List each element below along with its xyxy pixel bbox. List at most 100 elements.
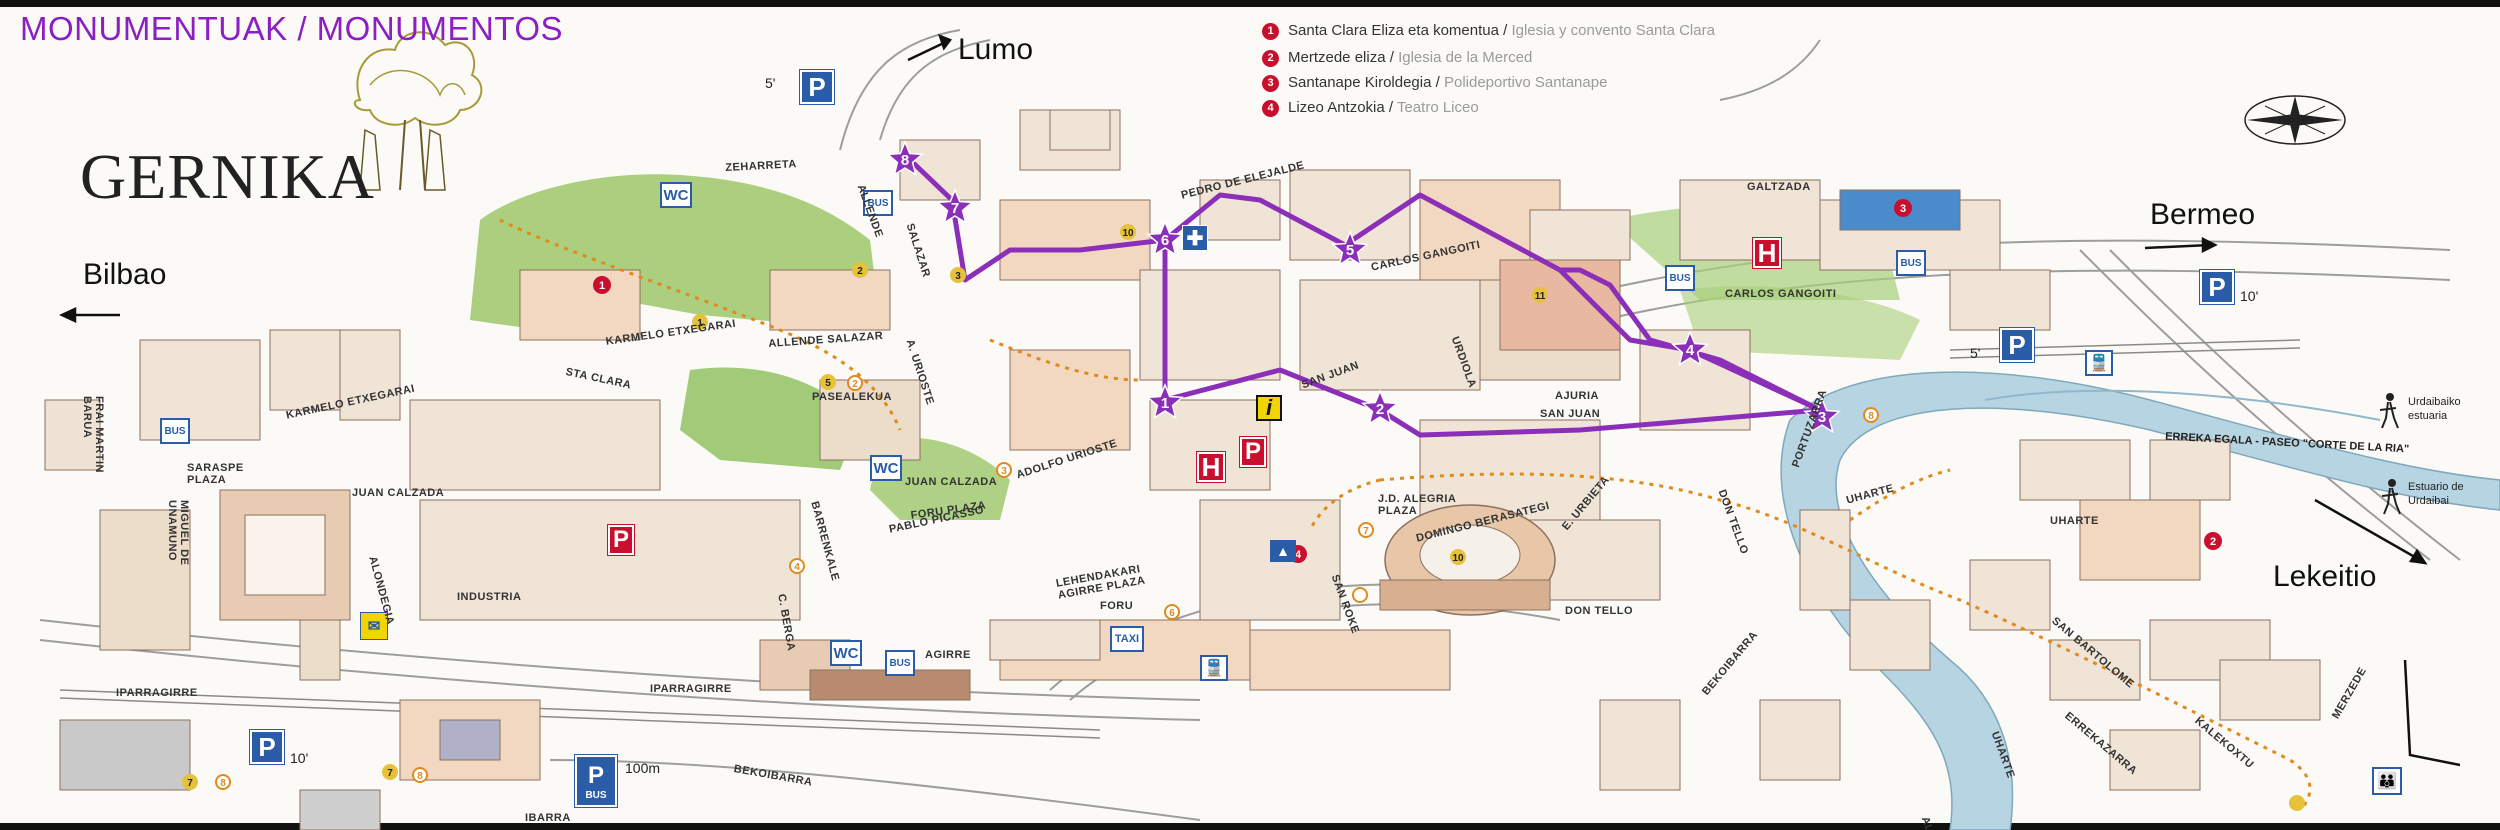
svg-text:1: 1: [697, 318, 703, 329]
svg-text:8: 8: [417, 771, 423, 782]
svg-text:2: 2: [2210, 536, 2216, 548]
route-stop-star-3[interactable]: [1803, 397, 1841, 434]
legend-spanish: Iglesia de la Merced: [1398, 49, 1533, 66]
taxi-sign[interactable]: TAXI: [1110, 626, 1144, 652]
street-label-ibarra: IBARRA: [525, 812, 571, 824]
compass-rose-icon: [2244, 95, 2346, 145]
svg-text:7: 7: [387, 768, 393, 779]
route-stop-number: 7: [951, 200, 959, 217]
logo-text: GERNIKA: [80, 141, 375, 212]
monument-marker-3[interactable]: [1894, 199, 1912, 217]
direction-lekeitio: Lekeitio: [2273, 560, 2377, 593]
route-stop-star-8[interactable]: [886, 140, 924, 177]
street-label-iparragirre2: IPARRAGIRRE: [650, 683, 732, 695]
train-station-icon-2[interactable]: 🚆: [2085, 350, 2113, 376]
direction-arrows: [59, 33, 2461, 767]
post-office-icon[interactable]: ✉: [360, 612, 388, 640]
hospital-sign-1[interactable]: H: [1196, 451, 1226, 483]
route-stop-star-4[interactable]: [1671, 330, 1709, 367]
svg-text:1: 1: [599, 280, 605, 292]
page-title: MONUMENTUAK / MONUMENTOS: [20, 10, 564, 47]
svg-text:3: 3: [955, 271, 961, 282]
street-label-iparragirre1: IPARRAGIRRE: [116, 687, 198, 699]
street-label-industria: INDUSTRIA: [457, 591, 522, 603]
route-stop-star-6[interactable]: [1146, 220, 1184, 257]
parking-sign-bottom[interactable]: P: [249, 729, 285, 765]
svg-text:8: 8: [220, 778, 226, 789]
direction-lumo: Lumo: [958, 33, 1034, 66]
svg-text:10: 10: [1122, 228, 1134, 239]
street-label-sarasape: SARASPE PLAZA: [187, 462, 244, 486]
bus-stop-4[interactable]: BUS: [1896, 250, 1926, 276]
street-label-pasealekua: PASEALEKUA: [812, 391, 892, 403]
wc-sign-2[interactable]: WC: [870, 455, 902, 481]
walking-trails: [499, 218, 2312, 812]
route-stop-star-7[interactable]: [936, 188, 974, 225]
svg-text:4: 4: [1295, 549, 1302, 561]
family-icon[interactable]: 👪: [2372, 767, 2402, 795]
route-stop-number: 3: [1818, 409, 1826, 426]
route-stop-star-2[interactable]: [1361, 389, 1399, 426]
legend-number: 2: [1262, 49, 1279, 67]
bus-stop-3[interactable]: BUS: [1665, 265, 1695, 291]
monument-marker-1[interactable]: [593, 276, 611, 294]
train-station-icon[interactable]: 🚆: [1200, 655, 1228, 681]
route-stop-number: 6: [1161, 232, 1169, 249]
info-sign[interactable]: i: [1256, 395, 1282, 421]
svg-text:4: 4: [794, 562, 800, 573]
river: [1780, 371, 2500, 830]
svg-text:7: 7: [1363, 526, 1369, 537]
theatre-icon[interactable]: ▲: [1270, 540, 1296, 562]
legend-separator: /: [1431, 74, 1444, 91]
parking-sign-lumo[interactable]: P: [799, 69, 835, 105]
legend-separator: /: [1385, 49, 1399, 66]
route-stop-number: 5: [1346, 242, 1354, 259]
parking-red-2[interactable]: P: [607, 524, 635, 556]
trail-label-estuario: Estuario de Urdaibai: [2408, 481, 2464, 507]
monument-marker-2[interactable]: [2204, 532, 2222, 550]
legend-separator: /: [1498, 22, 1512, 39]
route-stop-star-1[interactable]: [1146, 383, 1184, 420]
hospital-sign-2[interactable]: H: [1752, 237, 1782, 269]
parking-time-bermeo: 10': [2240, 288, 2259, 304]
bus-stop-2[interactable]: BUS: [885, 650, 915, 676]
parking-time-lumo: 5': [765, 75, 776, 91]
legend-number: 4: [1262, 99, 1279, 117]
direction-bermeo: Bermeo: [2150, 198, 2256, 231]
legend-separator: /: [1384, 99, 1397, 116]
monument-markers: 1 2 3 4: [593, 199, 2222, 563]
street-label-juan-calzada1: JUAN CALZADA: [352, 487, 445, 499]
bus-stop-5[interactable]: BUS: [863, 190, 893, 216]
parking-red-1[interactable]: P: [1239, 436, 1267, 468]
route-stop-number: 1: [1161, 395, 1169, 412]
street-label-juan-calzada2: JUAN CALZADA: [905, 476, 998, 488]
street-label-frai: FRAI MARTIN BARUA: [81, 396, 105, 473]
parking-time-bottom: 10': [290, 750, 309, 766]
parking-sign-center[interactable]: P: [1999, 327, 2035, 363]
legend-basque: Mertzede eliza: [1288, 49, 1386, 66]
legend-number: 3: [1262, 74, 1279, 92]
pharmacy-icon[interactable]: ✚: [1182, 225, 1208, 251]
wc-sign-1[interactable]: WC: [660, 182, 692, 208]
bus-distance: 100m: [625, 760, 661, 776]
bus-stop-1[interactable]: BUS: [160, 418, 190, 444]
parking-sign-bermeo[interactable]: P: [2199, 269, 2235, 305]
route-stop-star-5[interactable]: [1331, 230, 1369, 267]
svg-text:3: 3: [1001, 466, 1007, 477]
bottom-border: [0, 823, 2500, 830]
legend-basque: Santanape Kiroldegia: [1288, 74, 1432, 91]
wc-sign-3[interactable]: WC: [830, 640, 862, 666]
street-label-carlos2: CARLOS GANGOITI: [1725, 288, 1837, 300]
street-label-uharte2: UHARTE: [2050, 515, 2099, 527]
svg-text:6: 6: [1169, 608, 1175, 619]
street-label-j-alegria: J.D. ALEGRIA PLAZA: [1378, 493, 1457, 517]
legend-basque: Santa Clara Eliza eta komentua: [1288, 22, 1499, 39]
street-label-galtzada: GALTZADA: [1747, 181, 1811, 193]
route-stop-number: 4: [1686, 342, 1695, 359]
street-label-ajuria: AJURIA: [1555, 390, 1599, 402]
legend-spanish: Teatro Liceo: [1396, 99, 1479, 116]
